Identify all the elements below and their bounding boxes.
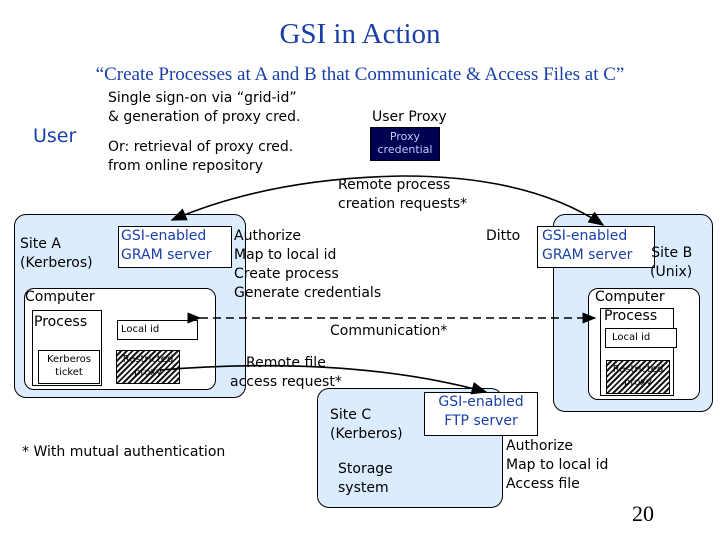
page-subtitle: “Create Processes at A and B that Commun… bbox=[95, 64, 625, 85]
arrow-to-site-a bbox=[170, 175, 404, 221]
site-c-storage: Storage system bbox=[338, 461, 393, 496]
page-title: GSI in Action bbox=[279, 18, 441, 50]
site-b-process-label: Process bbox=[604, 308, 658, 324]
site-c-name: Site C (Kerberos) bbox=[330, 407, 403, 442]
user-note-sso: Single sign-on via “grid-id” & generatio… bbox=[108, 90, 301, 125]
site-b-name: Site B (Unix) bbox=[650, 245, 693, 280]
site-a-local-id: Local id bbox=[117, 320, 198, 340]
ditto-label: Ditto bbox=[486, 228, 521, 244]
communication-label: Communication* bbox=[330, 323, 448, 339]
site-a-gram-server: GSI-enabled GRAM server bbox=[118, 226, 232, 268]
proxy-credential-box: Proxy credential bbox=[370, 127, 440, 161]
site-b-restricted-proxy: Restricted proxy bbox=[606, 360, 670, 394]
remote-process-label: Remote process creation requests* bbox=[338, 177, 468, 212]
user-proxy-label: User Proxy bbox=[372, 109, 447, 125]
site-b-local-id: Local id bbox=[605, 328, 677, 348]
site-a-process-label: Process bbox=[34, 314, 88, 330]
site-c-steps: Authorize Map to local id Access file bbox=[506, 438, 609, 492]
user-label: User bbox=[33, 125, 77, 147]
site-a-steps: Authorize Map to local id Create process… bbox=[234, 228, 382, 301]
arrow-to-site-c bbox=[159, 364, 488, 395]
site-b-computer-label: Computer bbox=[595, 289, 665, 305]
site-a-computer-label: Computer bbox=[25, 289, 95, 305]
site-a-restricted-proxy: Restricted proxy bbox=[116, 350, 180, 384]
remote-file-label: Remote file access request* bbox=[230, 355, 342, 390]
footnote: * With mutual authentication bbox=[22, 444, 226, 460]
arrow-to-site-b bbox=[402, 175, 605, 226]
user-note-retrieval: Or: retrieval of proxy cred. from online… bbox=[108, 139, 294, 174]
site-a-kerberos-ticket: Kerberos ticket bbox=[38, 350, 100, 384]
site-b-gram-server: GSI-enabled GRAM server bbox=[537, 226, 655, 268]
site-a-name: Site A (Kerberos) bbox=[20, 236, 93, 271]
page-number: 20 bbox=[632, 501, 654, 526]
